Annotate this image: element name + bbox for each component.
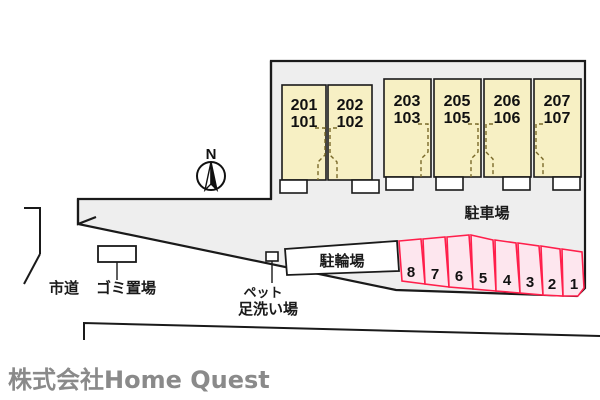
north-arrow-label: N [206, 146, 217, 163]
unit-lower-label: 101 [291, 114, 318, 131]
unit-entrance-box [351, 179, 380, 194]
unit-205-105[interactable]: 205 105 [433, 78, 482, 191]
unit-202-102[interactable]: 202 102 [327, 84, 380, 194]
unit-206-106[interactable]: 206 106 [483, 78, 532, 191]
parking-stall-6[interactable]: 6 [446, 234, 474, 290]
site-corner-west [76, 199, 97, 226]
unit-entrance-box [552, 176, 581, 191]
parking-stalls: 8 7 6 5 4 3 2 [398, 233, 585, 297]
unit-upper-label: 207 [544, 93, 571, 110]
pet-wash-station[interactable] [265, 251, 279, 262]
city-road-label: 市道 [49, 279, 79, 297]
unit-entrance-box [385, 176, 414, 191]
company-name: 株式会社Home Quest [8, 366, 270, 394]
building-units: 201 101 202 102 203 103 205 105 [279, 78, 582, 194]
bicycle-parking[interactable]: 駐輪場 [284, 240, 400, 276]
unit-upper-label: 202 [337, 97, 364, 114]
unit-stair-dashed [329, 127, 338, 180]
unit-lower-label: 105 [444, 110, 471, 127]
pet-wash-label-line2: 足洗い場 [238, 300, 298, 318]
unit-lower-label: 103 [394, 110, 421, 127]
stall-number: 4 [503, 272, 512, 289]
parking-stall-8[interactable]: 8 [398, 238, 426, 285]
bicycle-parking-label: 駐輪場 [319, 252, 364, 270]
unit-entrance-box [502, 176, 531, 191]
unit-stair-dashed [468, 123, 479, 177]
pet-wash-label-line1: ペット [243, 286, 282, 301]
unit-stair-dashed [315, 127, 326, 180]
stall-number: 3 [526, 274, 534, 291]
garbage-area[interactable] [97, 245, 137, 263]
unit-207-107[interactable]: 207 107 [533, 78, 582, 191]
stall-number: 5 [479, 270, 487, 287]
unit-lower-label: 106 [494, 110, 521, 127]
stall-number: 1 [570, 276, 578, 293]
city-road-edge-lower [23, 253, 41, 285]
stall-number: 2 [548, 276, 556, 293]
stall-number: 7 [431, 266, 439, 283]
road-south-boundary [83, 321, 600, 340]
north-needle-right [210, 161, 219, 193]
parking-stall-1[interactable]: 1 [561, 248, 585, 297]
unit-upper-label: 203 [394, 93, 421, 110]
parking-stall-2[interactable]: 2 [540, 245, 564, 297]
unit-entrance-box [435, 176, 464, 191]
parking-stall-5[interactable]: 5 [470, 233, 497, 292]
stall-number: 6 [455, 268, 463, 285]
stall-number: 8 [407, 264, 415, 281]
north-arrow: N [196, 146, 226, 193]
garbage-area-label: ゴミ置場 [96, 279, 156, 297]
unit-lower-label: 102 [337, 114, 364, 131]
unit-upper-label: 205 [444, 93, 471, 110]
parking-stall-7[interactable]: 7 [422, 236, 450, 288]
unit-entrance-box [279, 179, 308, 194]
parking-stall-3[interactable]: 3 [517, 242, 544, 296]
unit-stair-dashed [535, 123, 544, 177]
unit-upper-label: 206 [494, 93, 521, 110]
city-road-edge-upper [24, 207, 41, 254]
unit-203-103[interactable]: 203 103 [383, 78, 432, 191]
unit-201-101[interactable]: 201 101 [279, 84, 327, 194]
unit-stair-dashed [485, 123, 494, 177]
unit-upper-label: 201 [291, 97, 318, 114]
parking-stall-4[interactable]: 4 [494, 239, 521, 294]
parking-lot-label: 駐車場 [464, 204, 509, 222]
unit-stair-dashed [418, 123, 429, 177]
unit-lower-label: 107 [544, 110, 571, 127]
